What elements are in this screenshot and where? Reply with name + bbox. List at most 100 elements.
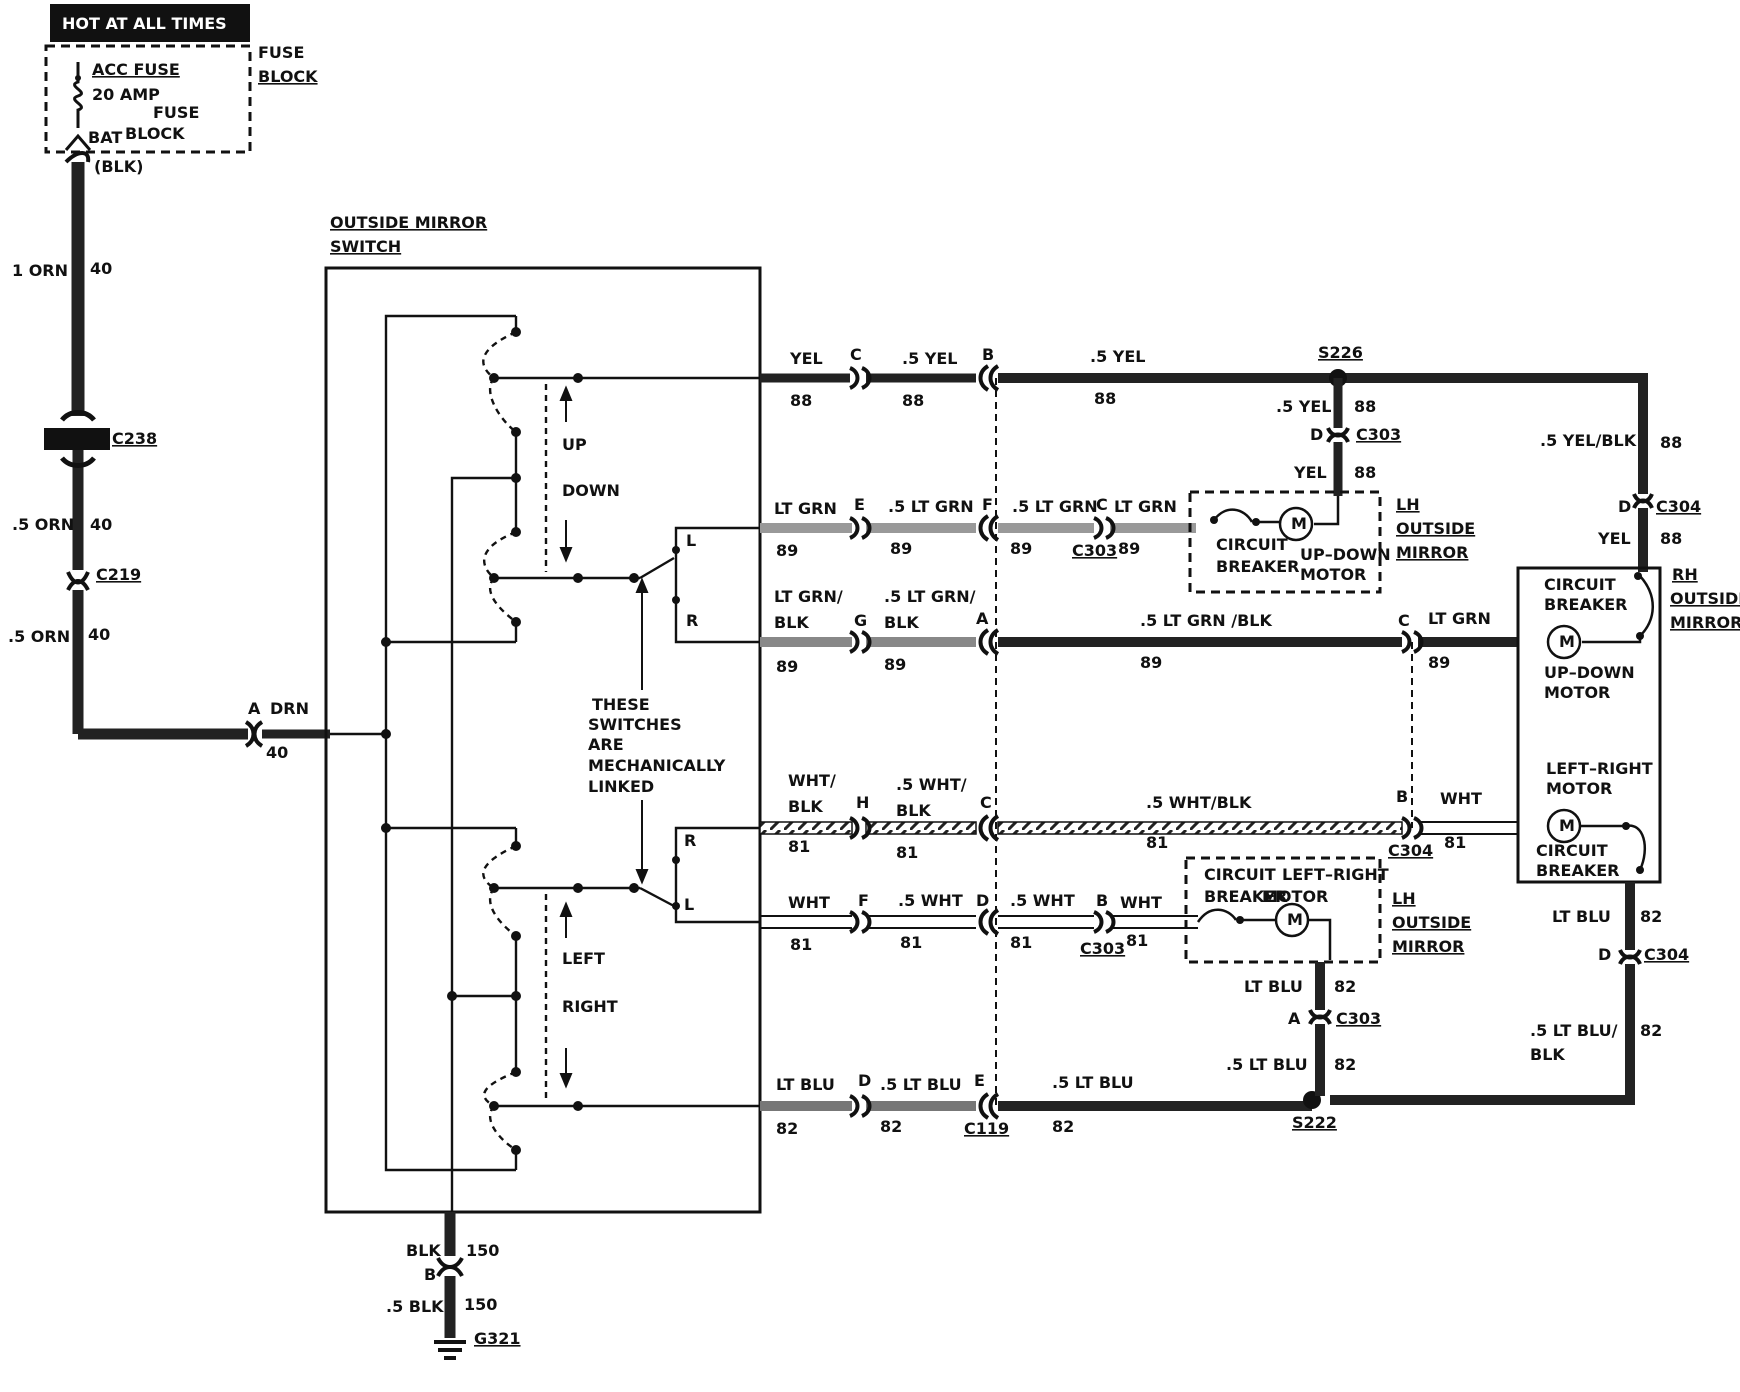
wire-label: A — [976, 609, 989, 628]
wire-label: BREAKER — [1544, 595, 1627, 614]
connector-c219: C219 — [66, 565, 141, 591]
wire-label: B — [1396, 787, 1408, 806]
wire-label: LH — [1392, 889, 1416, 908]
wire-label: H — [856, 793, 869, 812]
wire-label: SWITCHES — [588, 715, 682, 734]
wire-label: 81 — [1444, 833, 1466, 852]
wire-label: G — [854, 611, 867, 630]
connector-c238: C238 — [44, 410, 157, 468]
wire-label: 82 — [776, 1119, 798, 1138]
wire-label: G321 — [474, 1329, 521, 1348]
wire-label: A — [248, 699, 261, 718]
wire-label: C304 — [1644, 945, 1689, 964]
wire-label: .5 LT BLU — [1052, 1073, 1134, 1092]
wire-label: 82 — [1640, 907, 1662, 926]
wire-label: D — [976, 891, 989, 910]
wire-label: 40 — [88, 625, 110, 644]
hot-at-all-times-banner: HOT AT ALL TIMES — [50, 4, 250, 42]
wire-label: 88 — [1094, 389, 1116, 408]
wire-label: LEFT–RIGHT — [1282, 865, 1389, 884]
wire-label: 81 — [790, 935, 812, 954]
wire-label: BLK — [774, 613, 809, 632]
wire-label: BREAKER — [1536, 861, 1619, 880]
wire-label: 40 — [266, 743, 288, 762]
wire-label: BLK — [884, 613, 919, 632]
wire-label: 88 — [1660, 433, 1682, 452]
wire-label: 88 — [902, 391, 924, 410]
wire-label: 81 — [788, 837, 810, 856]
wire-label: MIRROR — [1396, 543, 1468, 562]
wire-wht-blk-81: WHT/ BLK 81 H .5 WHT/ BLK 81 C .5 WHT/BL… — [759, 771, 1518, 862]
wire-label: 1 ORN — [12, 261, 68, 280]
wire-label: C — [1096, 495, 1108, 514]
motor-icon: M — [1291, 514, 1307, 533]
wire-label: LT GRN — [774, 499, 837, 518]
wire-label: WHT/ — [788, 771, 836, 790]
wire-label: LT GRN — [1114, 497, 1177, 516]
wire-label: 89 — [890, 539, 912, 558]
wire-label: OUTSIDE — [1396, 519, 1475, 538]
wire-label: BLK — [788, 797, 823, 816]
wire-label: 89 — [1428, 653, 1450, 672]
bat-terminal-label: (BLK) — [94, 157, 143, 176]
wire-label: .5 LT BLU — [1226, 1055, 1308, 1074]
wire-yel-88: YEL 88 C .5 YEL 88 B .5 YEL 88 S226 — [760, 343, 1648, 410]
wire-label: MECHANICALLY — [588, 756, 726, 775]
wire-label: C304 — [1656, 497, 1701, 516]
wire-label: UP–DOWN — [1300, 545, 1391, 564]
lh-updown-mirror-motor: .5 YEL 88 D C303 YEL 88 M CIRCUIT BREAKE… — [1188, 378, 1475, 594]
wire-label: 89 — [776, 657, 798, 676]
ground-g321: BLK 150 B .5 BLK 150 G321 — [386, 1212, 521, 1360]
wire-label: C238 — [112, 429, 157, 448]
wire-label: LT BLU — [776, 1075, 835, 1094]
rh-outside-mirror: .5 YEL/BLK 88 D C304 YEL 88 RH OUTSIDE M… — [1330, 378, 1740, 1105]
wire-label: LH — [1396, 495, 1420, 514]
wire-label: 150 — [464, 1295, 497, 1314]
connector-a-drn — [244, 720, 264, 748]
wire-label: .5 YEL/BLK — [1540, 431, 1637, 450]
wire-label: YEL — [1597, 529, 1631, 548]
acc-fuse-label: ACC FUSE — [92, 60, 180, 79]
wire-label: BLK — [896, 801, 931, 820]
wire-lt-grn-89: LT GRN 89 E .5 LT GRN 89 F .5 LT GRN 89 … — [760, 495, 1196, 560]
wire-label: BAT — [88, 128, 122, 147]
wire-label: LT BLU — [1244, 977, 1303, 996]
wire-label: WHT — [1440, 789, 1482, 808]
wire-label: OUTSIDE — [1670, 589, 1740, 608]
wire-label: C — [1398, 611, 1410, 630]
wire-label: C303 — [1336, 1009, 1381, 1028]
wire-label: .5 LT GRN /BLK — [1140, 611, 1272, 630]
wire-label: 81 — [900, 933, 922, 952]
wire-label: 82 — [1334, 1055, 1356, 1074]
motor-icon: M — [1559, 632, 1575, 651]
linked-note: THESE SWITCHES ARE MECHANICALLY LINKED — [588, 695, 726, 796]
wire-label: 82 — [880, 1117, 902, 1136]
switch-title: OUTSIDE MIRROR — [330, 213, 487, 232]
wire-label: .5 LT BLU/ — [1530, 1021, 1618, 1040]
wire-label: 88 — [1354, 463, 1376, 482]
wire-label: CIRCUIT — [1544, 575, 1616, 594]
wire-label: B — [1096, 891, 1108, 910]
connector-link-lines — [995, 378, 1413, 1106]
wire-label: UP–DOWN — [1544, 663, 1635, 682]
lh-leftright-mirror-motor: M CIRCUIT BREAKER LEFT–RIGHT MOTOR LH OU… — [1184, 856, 1471, 1096]
wire-label: LT GRN/ — [774, 587, 843, 606]
wire-label: .5 YEL — [902, 349, 958, 368]
wire-label: MOTOR — [1300, 565, 1366, 584]
fuse-block: FUSE BLOCK ACC FUSE 20 AMP FUSE BAT BLOC… — [44, 43, 318, 176]
wire-label: OUTSIDE — [1392, 913, 1471, 932]
wire-label: 89 — [884, 655, 906, 674]
wire-label: 20 AMP — [92, 85, 160, 104]
wire-label: .5 LT BLU — [880, 1075, 962, 1094]
wire-label: BLOCK — [258, 67, 318, 86]
down-label: DOWN — [562, 481, 620, 500]
wire-label: .5 ORN — [12, 515, 74, 534]
wire-label: C303 — [1356, 425, 1401, 444]
wire-label: 88 — [1354, 397, 1376, 416]
wire-label: F — [982, 495, 993, 514]
wire-label: FUSE — [153, 103, 199, 122]
wire-label: D — [1598, 945, 1611, 964]
wire-label: E — [974, 1071, 985, 1090]
wire-label: D — [1618, 497, 1631, 516]
